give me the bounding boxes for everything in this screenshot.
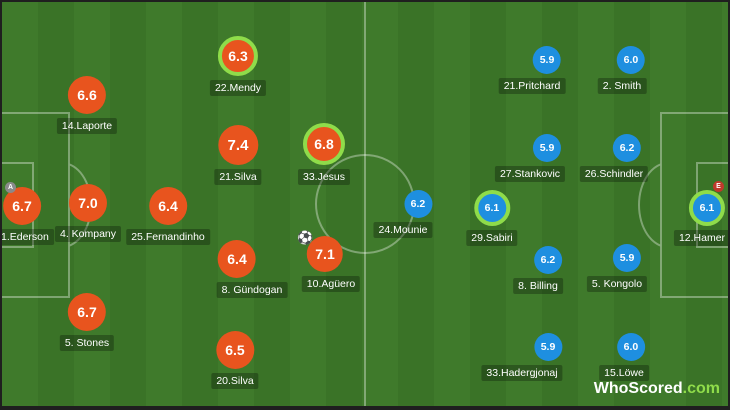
player-label: 15.Löwe [599,365,649,381]
player-label: 2. Smith [597,78,647,94]
player-label: 21.Pritchard [498,78,566,94]
player-kompany[interactable]: 7.0 4. Kompany [54,184,122,242]
player-stones[interactable]: 6.7 5. Stones [59,293,115,351]
player-sabiri[interactable]: 6.1 29.Sabiri [466,190,518,246]
rating-badge: 5.9 [534,333,562,361]
player-label: 4. Kompany [54,226,122,242]
player-stankovic[interactable]: 5.9 27.Stankovic [494,134,566,182]
right-penalty-box [660,112,728,298]
player-laporte[interactable]: 6.6 14.Laporte [56,76,118,134]
rating-badge: 6.1 [688,190,725,226]
rating-badge: 6.4 [149,187,187,225]
player-gundogan[interactable]: 6.4 8. Gündogan [216,240,288,298]
player-label: 5. Stones [59,335,115,351]
rating-badge: 6.0 [616,46,645,74]
pitch: 6.7 31.Ederson 6.6 14.Laporte 7.0 4. Kom… [2,2,728,406]
player-label: 8. Billing [513,278,563,294]
logo-brand: WhoScored [593,380,683,397]
player-lowe[interactable]: 6.0 15.Löwe [599,333,649,381]
player-label: 12.Hamer [673,230,728,246]
rating-badge: 6.6 [68,76,106,114]
player-label: 5. Kongolo [586,276,648,292]
player-label: 24.Mounie [373,222,433,238]
rating-badge: 6.5 [215,331,254,369]
player-jesus[interactable]: 6.8 33.Jesus [297,123,351,185]
rating-badge: 6.1 [473,190,510,226]
rating-badge: 6.7 [3,187,41,225]
rating-badge: 5.9 [533,134,561,162]
logo-suffix: .com [682,380,720,397]
player-label: 27.Stankovic [494,166,566,182]
player-label: 33.Hadergjonaj [481,365,563,381]
soccer-ball-icon: ⚽ [297,230,314,245]
assist-marker-icon: A [5,182,16,193]
player-mounie[interactable]: 6.2 24.Mounie [373,190,433,238]
player-label: 25.Fernandinho [126,229,210,245]
player-label: 26.Schindler [579,166,649,182]
rating-badge: 7.0 [68,184,107,222]
player-label: 22.Mendy [209,80,267,96]
player-label: 33.Jesus [297,169,351,185]
player-label: 14.Laporte [56,118,118,134]
player-hadergjonaj[interactable]: 5.9 33.Hadergjonaj [481,333,563,381]
player-smith[interactable]: 6.0 2. Smith [597,46,647,94]
player-aguero[interactable]: 7.1 10.Agüero [301,236,361,292]
player-silva-21[interactable]: 7.4 21.Silva [214,125,262,185]
player-label: 31.Ederson [2,229,54,245]
rating-badge: 6.2 [613,134,641,162]
player-kongolo[interactable]: 5.9 5. Kongolo [586,244,648,292]
rating-badge: 6.0 [616,333,645,361]
player-label: 8. Gündogan [216,282,288,298]
whoscored-logo: WhoScored.com [594,380,720,398]
player-label: 21.Silva [214,169,262,185]
rating-badge: 6.8 [303,123,345,165]
player-label: 10.Agüero [301,276,361,292]
rating-badge: 6.3 [218,36,258,76]
player-label: 29.Sabiri [466,230,518,246]
rating-badge: 7.1 [307,236,343,272]
rating-badge: 5.9 [533,46,561,74]
error-marker-icon: E [713,181,724,192]
player-pritchard[interactable]: 5.9 21.Pritchard [498,46,566,94]
player-fernandinho[interactable]: 6.4 25.Fernandinho [126,187,210,245]
rating-badge: 6.7 [68,293,106,331]
rating-badge: 6.2 [533,246,562,274]
player-silva-20[interactable]: 6.5 20.Silva [211,331,259,389]
player-schindler[interactable]: 6.2 26.Schindler [579,134,649,182]
rating-badge: 6.4 [218,240,256,278]
player-billing[interactable]: 6.2 8. Billing [513,246,563,294]
rating-badge: 6.2 [403,190,432,218]
player-mendy[interactable]: 6.3 22.Mendy [209,36,267,96]
player-ederson[interactable]: 6.7 31.Ederson [2,187,54,245]
rating-badge: 7.4 [217,125,258,165]
player-hamer[interactable]: 6.1 12.Hamer [673,190,728,246]
player-label: 20.Silva [211,373,259,389]
rating-badge: 5.9 [613,244,641,272]
